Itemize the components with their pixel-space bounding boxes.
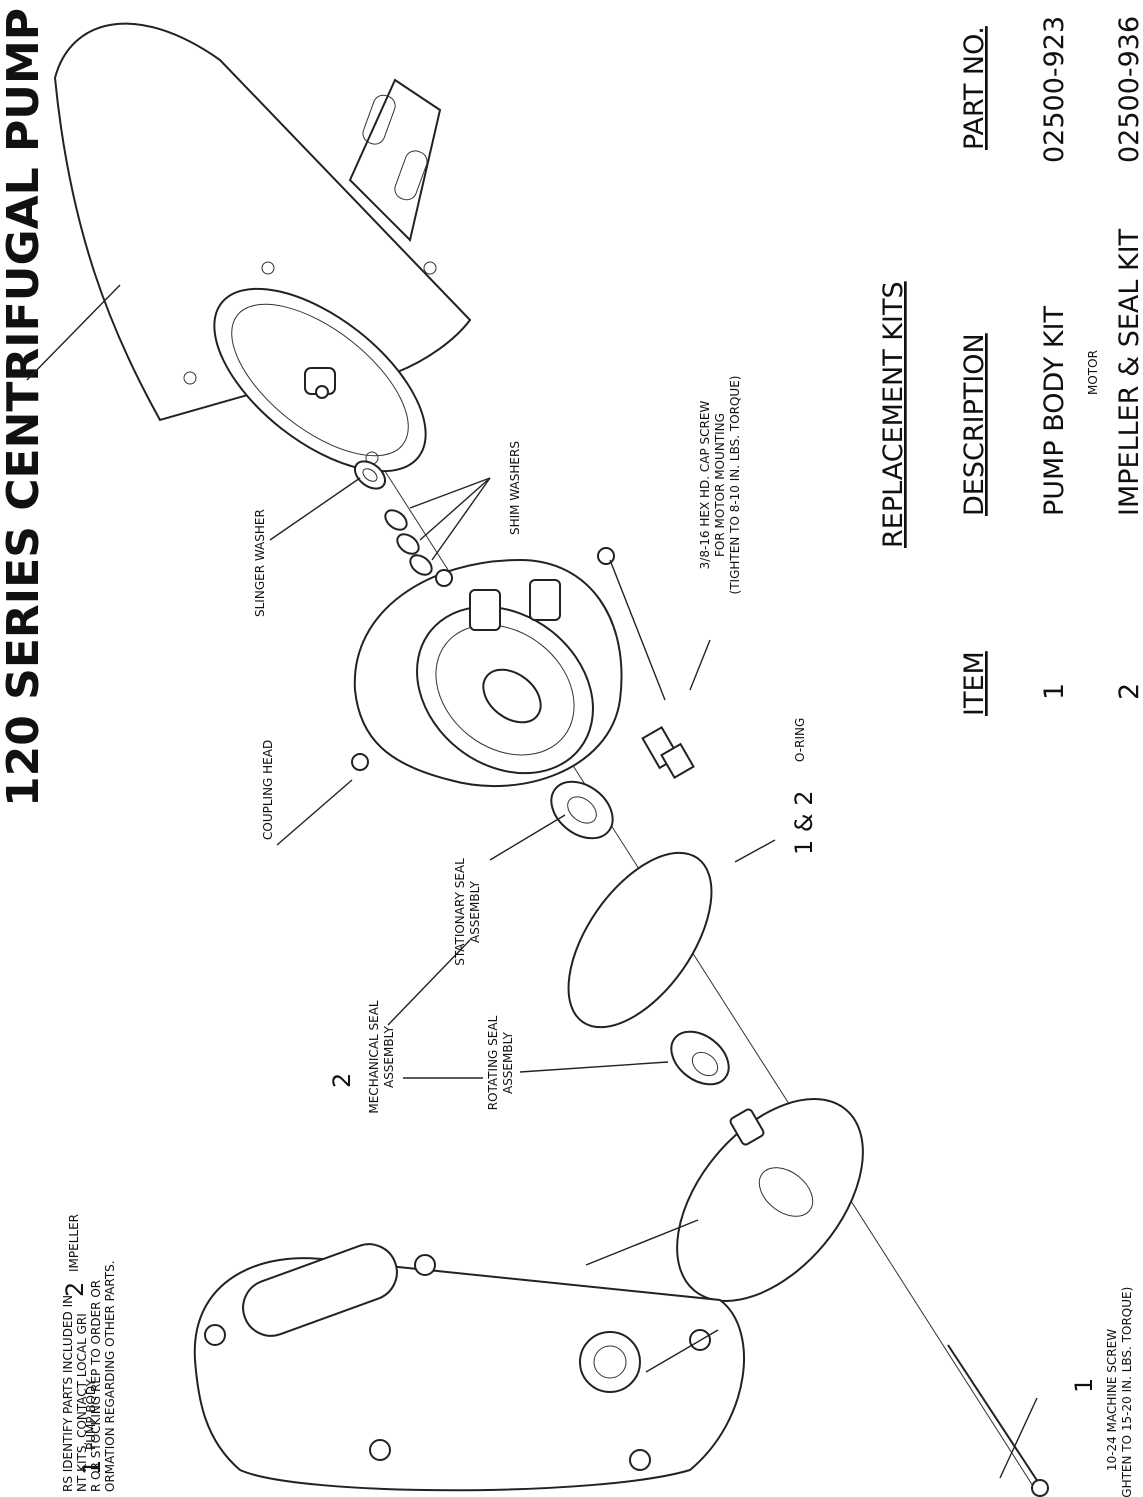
label-mechanical-seal-number: 2 xyxy=(328,1073,356,1088)
pump-body-drawing xyxy=(193,1243,745,1492)
label-pump-body-number: 1 xyxy=(78,1460,106,1475)
note-line: NT KITS. CONTACT LOCAL GRI xyxy=(75,1313,89,1492)
label-mechanical-seal: MECHANICAL SEAL xyxy=(367,1000,381,1114)
label-rotating-seal: ROTATING SEAL xyxy=(486,1015,500,1110)
label-machine-screw-number: 1 xyxy=(1070,1378,1098,1393)
note-block: RS IDENTIFY PARTS INCLUDED IN NT KITS. C… xyxy=(61,1260,117,1492)
part-labels: MOTOR SLINGER WASHER SHIM WASHERS 3/8-16… xyxy=(61,350,1134,1497)
label-stationary-seal: STATIONARY SEAL xyxy=(453,858,467,966)
kit-row-item: 2 xyxy=(1114,683,1143,700)
label-shim-washers: SHIM WASHERS xyxy=(508,441,522,535)
kits-col-description: DESCRIPTION xyxy=(959,333,990,516)
kits-col-item: ITEM xyxy=(959,651,990,716)
label-cap-screw: 3/8-16 HEX HD. CAP SCREW xyxy=(698,401,712,570)
note-line: RS IDENTIFY PARTS INCLUDED IN xyxy=(61,1295,75,1492)
kit-row-part-no: 02500-936 xyxy=(1114,16,1143,163)
impeller-drawing xyxy=(676,1098,864,1302)
label-coupling-head: COUPLING HEAD xyxy=(261,740,275,840)
label-cap-screw: FOR MOTOR MOUNTING xyxy=(713,413,727,557)
label-impeller: IMPELLER xyxy=(67,1214,81,1272)
machine-screw-drawing xyxy=(947,1344,1049,1497)
kit-row-description: IMPELLER & SEAL KIT xyxy=(1114,228,1143,516)
label-cap-screw: (TIGHTEN TO 8-10 IN. LBS. TORQUE) xyxy=(728,376,742,595)
note-line: R OR STOCKING REP TO ORDER OR xyxy=(89,1280,103,1492)
label-stationary-seal: ASSEMBLY xyxy=(468,880,482,943)
leader-lines xyxy=(26,284,1038,1479)
kits-heading: REPLACEMENT KITS xyxy=(878,281,909,548)
motor-drawing xyxy=(53,22,472,473)
note-line: ORMATION REGARDING OTHER PARTS. xyxy=(103,1260,117,1492)
label-machine-screw: (TIGHTEN TO 15-20 IN. LBS. TORQUE) xyxy=(1120,1287,1134,1497)
label-o-ring: O-RING xyxy=(793,718,807,762)
label-pump-body: PUMP BODY xyxy=(84,1379,98,1450)
kit-row-description: PUMP BODY KIT xyxy=(1039,305,1070,516)
rotating-seal-drawing xyxy=(670,1030,730,1086)
cap-screw-drawing xyxy=(609,559,695,779)
page-title: 120 SERIES CENTRIFUGAL PUMP xyxy=(0,8,49,807)
label-impeller-number: 2 xyxy=(61,1282,89,1297)
kits-col-part-no: PART NO. xyxy=(959,26,990,150)
label-rotating-seal: ASSEMBLY xyxy=(501,1031,515,1094)
label-motor: MOTOR xyxy=(1086,350,1100,395)
kit-row-item: 1 xyxy=(1039,683,1070,700)
label-o-ring-number: 1 & 2 xyxy=(790,790,818,855)
label-slinger-washer: SLINGER WASHER xyxy=(253,509,267,617)
kit-row-part-no: 02500-923 xyxy=(1039,16,1070,163)
stationary-seal-drawing xyxy=(550,780,614,840)
o-ring-drawing xyxy=(567,851,713,1029)
label-mechanical-seal: ASSEMBLY xyxy=(382,1025,396,1088)
coupling-head-drawing xyxy=(351,547,623,788)
washers-drawing xyxy=(353,460,433,576)
replacement-kits-table: REPLACEMENT KITS ITEM DESCRIPTION PART N… xyxy=(878,16,1143,716)
label-machine-screw: 10-24 MACHINE SCREW xyxy=(1105,1329,1119,1471)
